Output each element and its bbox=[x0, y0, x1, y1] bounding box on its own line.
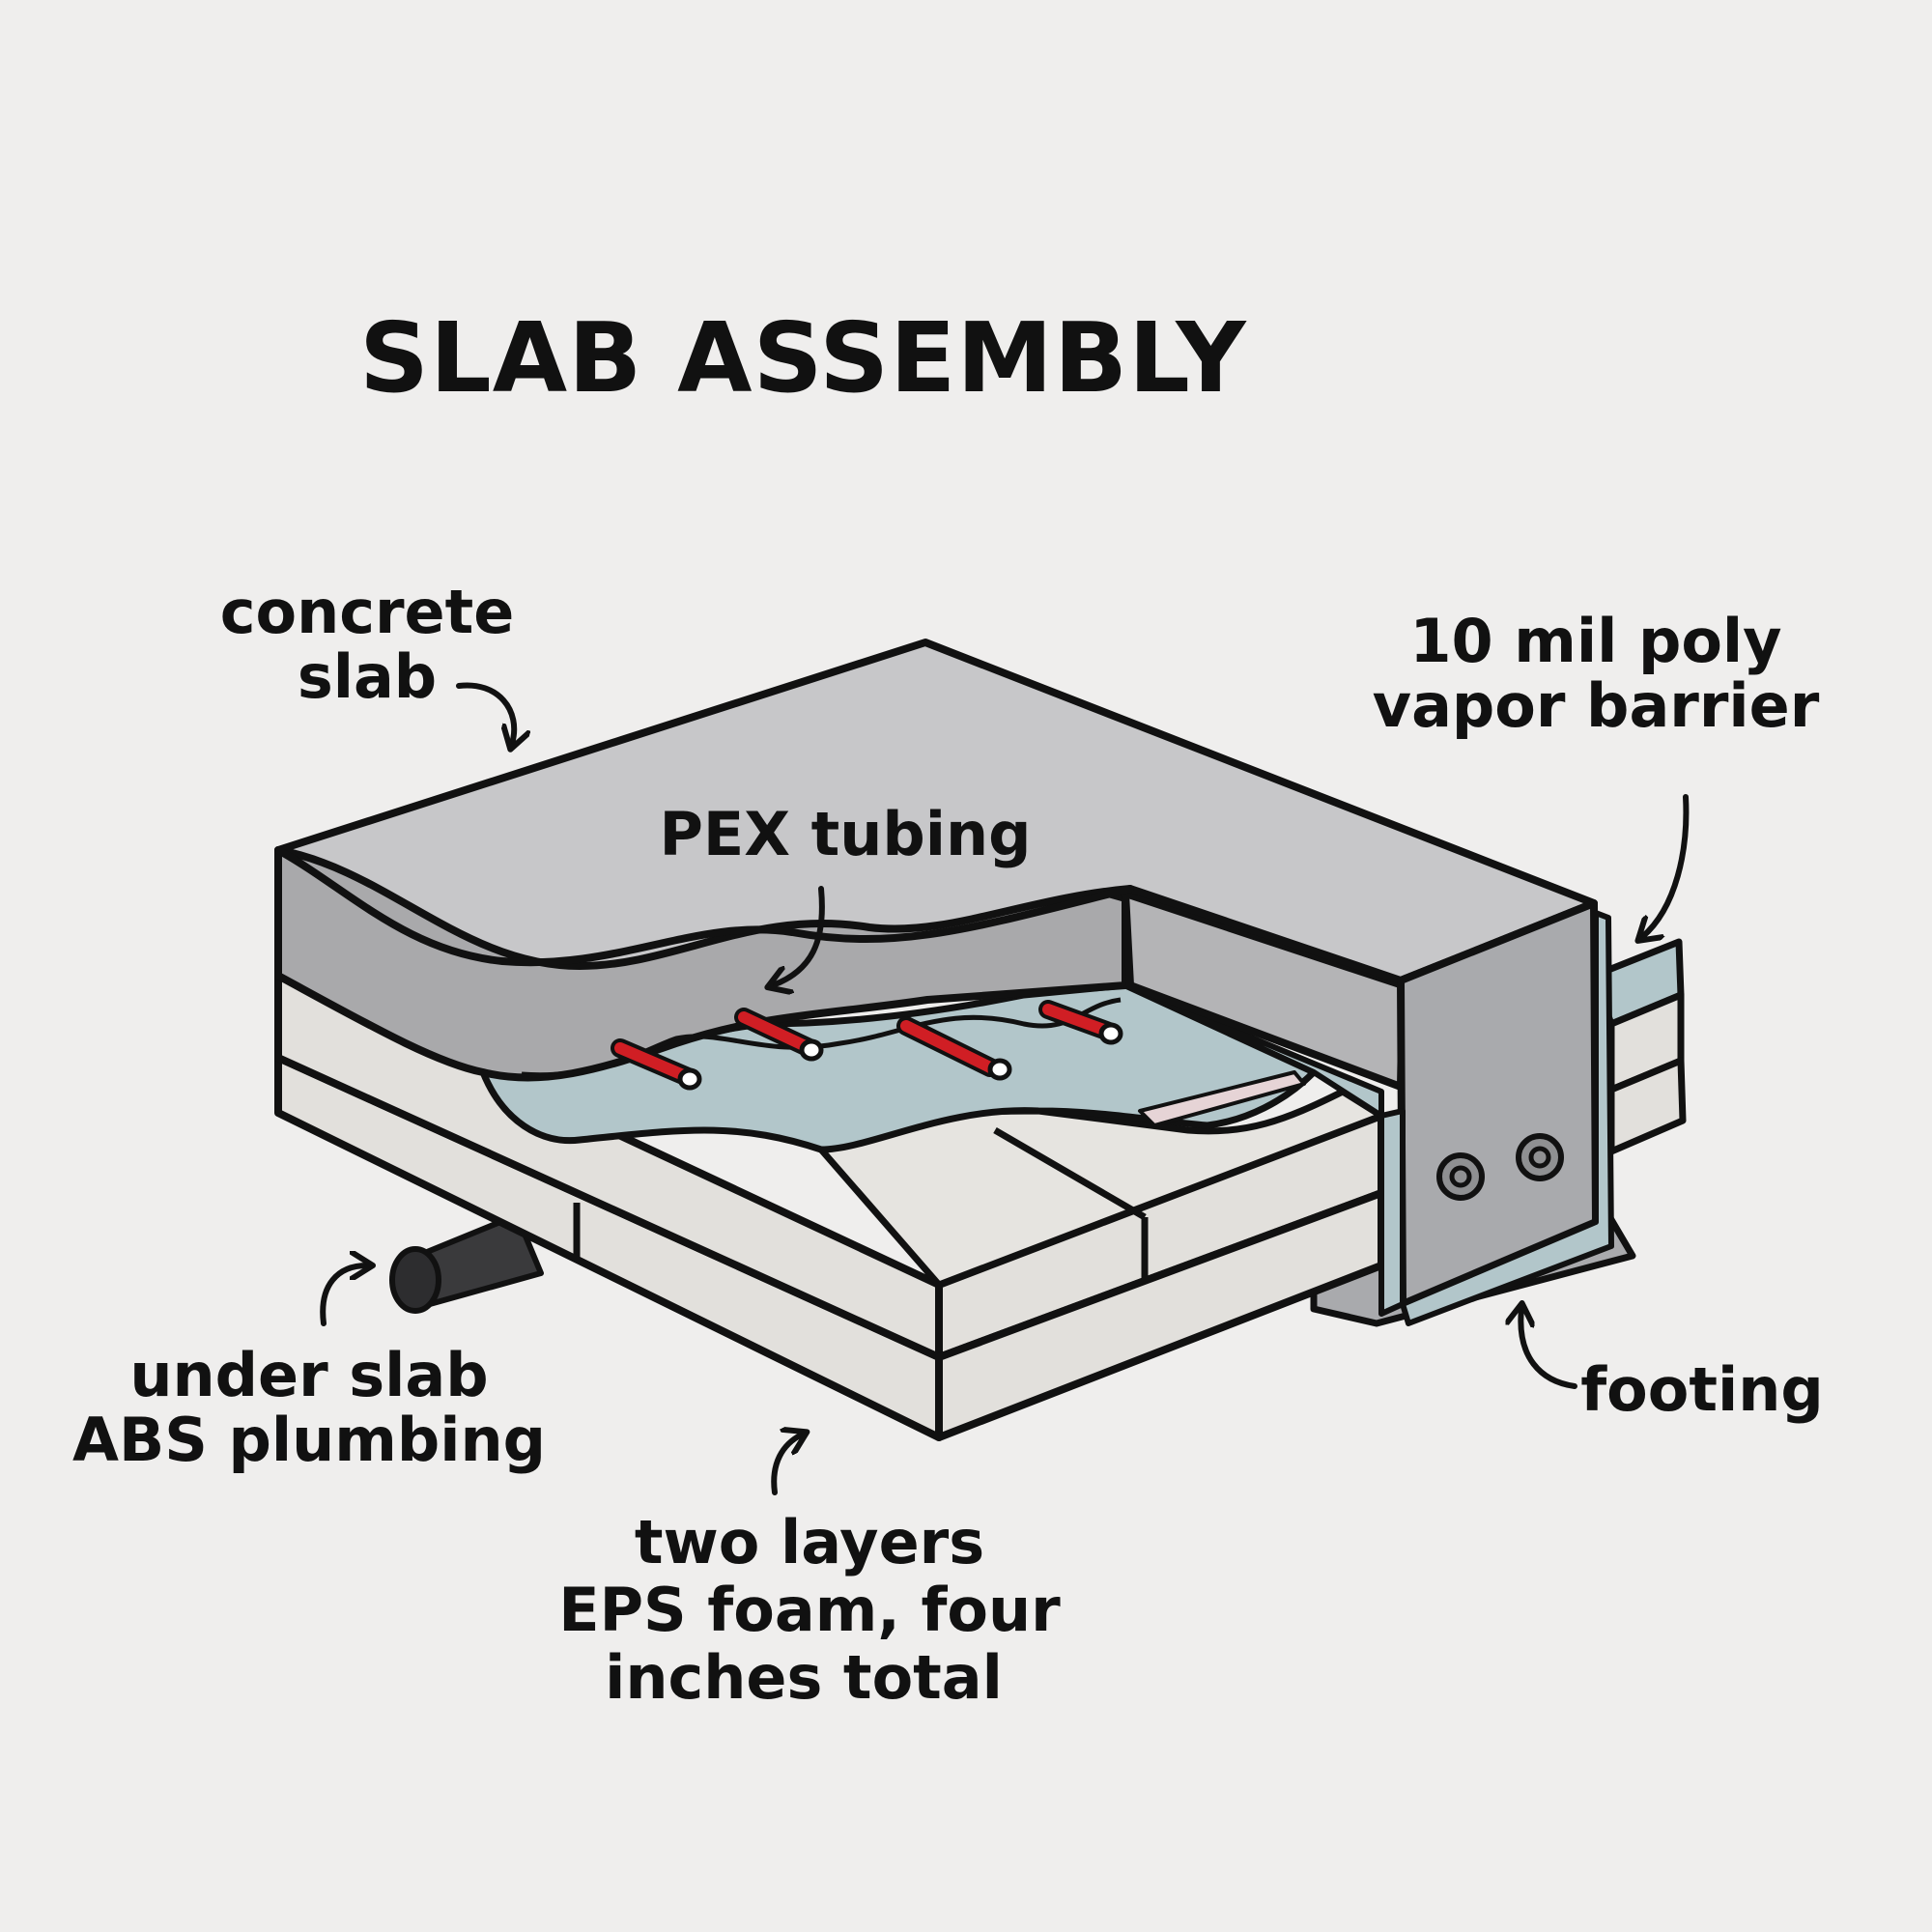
pex-tubing bbox=[521, 997, 1123, 1091]
label-vapor-barrier: 10 mil poly vapor barrier bbox=[1373, 606, 1820, 937]
label-pex-tubing: PEX tubing bbox=[659, 799, 1032, 985]
label-footing: footing bbox=[1520, 1309, 1824, 1425]
label-line: inches total bbox=[605, 1642, 1003, 1713]
label-line: PEX tubing bbox=[659, 799, 1031, 869]
arrow-eps-foam bbox=[771, 1435, 802, 1495]
anchor-bolt-2 bbox=[1516, 1133, 1564, 1181]
label-line: slab bbox=[298, 641, 437, 712]
label-line: ABS plumbing bbox=[72, 1405, 546, 1475]
label-line: concrete bbox=[220, 577, 515, 647]
label-abs-plumbing: under slab ABS plumbing bbox=[72, 1265, 546, 1475]
label-line: under slab bbox=[129, 1340, 488, 1410]
diagram-title: SLAB ASSEMBLY bbox=[359, 301, 1247, 414]
pex-pipe-1 bbox=[611, 1038, 702, 1091]
slab-drawing bbox=[274, 639, 1687, 1441]
abs-pipe bbox=[389, 1212, 544, 1314]
label-line: EPS foam, four bbox=[558, 1575, 1061, 1645]
anchor-bolt-1 bbox=[1436, 1152, 1485, 1201]
label-line: vapor barrier bbox=[1373, 670, 1820, 741]
label-eps-foam: two layers EPS foam, four inches total bbox=[558, 1435, 1061, 1713]
label-line: 10 mil poly bbox=[1409, 606, 1781, 676]
pex-pipe-3 bbox=[896, 1016, 1012, 1081]
stem-wall bbox=[1378, 899, 1614, 1326]
arrow-pex-tubing bbox=[773, 886, 825, 985]
label-line: two layers bbox=[635, 1507, 984, 1577]
label-concrete-slab: concrete slab bbox=[220, 577, 515, 744]
arrow-vapor-barrier bbox=[1642, 794, 1690, 937]
pex-pipe-2 bbox=[734, 1008, 824, 1062]
concrete-slab bbox=[274, 639, 1598, 1091]
arrow-footing bbox=[1520, 1309, 1577, 1389]
arrow-abs-plumbing bbox=[320, 1265, 367, 1326]
pex-pipe-4 bbox=[1038, 1000, 1123, 1045]
arrow-concrete-slab bbox=[456, 682, 514, 744]
eps-foam-right-strips bbox=[1590, 938, 1687, 1155]
label-line: footing bbox=[1580, 1354, 1824, 1425]
